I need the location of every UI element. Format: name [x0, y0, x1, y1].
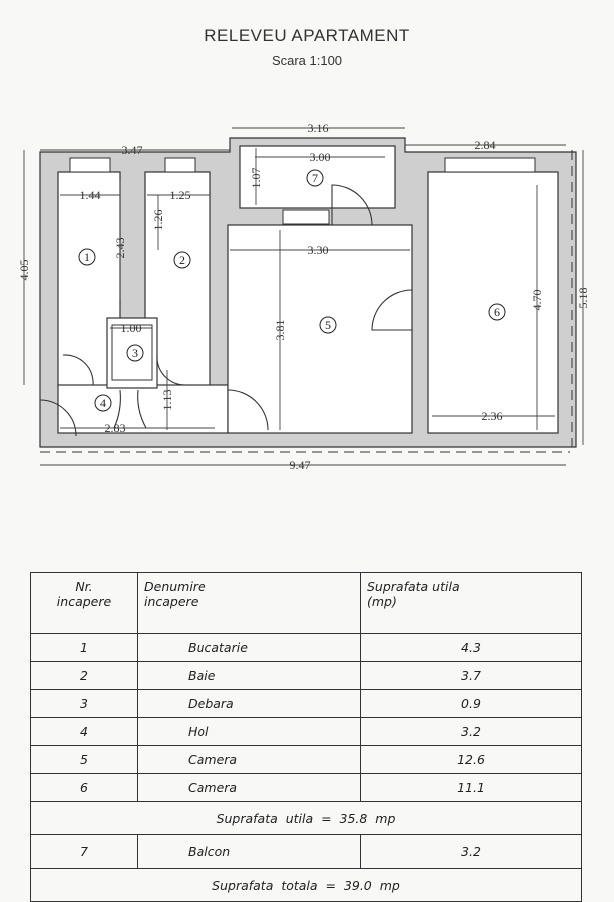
room-number: 5 — [325, 318, 331, 332]
cell-nr: 6 — [30, 773, 138, 802]
dimension-label: 1.26 — [151, 210, 165, 231]
table-row: 3 Debara 0.9 — [30, 689, 582, 718]
cell-nr: 2 — [30, 661, 138, 690]
room-number: 6 — [494, 305, 500, 319]
dimension-label: 1.07 — [249, 168, 263, 189]
dimension-label: 3.00 — [310, 150, 331, 164]
dimension-label: 2.83 — [105, 421, 126, 435]
page-title: RELEVEU APARTAMENT — [204, 26, 410, 45]
room-name: Camera — [188, 780, 238, 795]
dimension-label: 3.30 — [308, 243, 329, 257]
room-5 — [227, 224, 413, 434]
dimension-label: 3.16 — [308, 121, 329, 135]
room-number: 1 — [84, 250, 90, 264]
door — [62, 354, 94, 386]
header-area: Suprafata utila (mp) — [360, 572, 582, 634]
subtotal-text: Suprafata utila = 35.8 mp — [30, 801, 582, 835]
table-header-row: Nr. incapere Denumire incapere Suprafata… — [30, 572, 582, 634]
cell-name: Debara — [137, 689, 361, 718]
cell-nr: 7 — [30, 834, 138, 869]
area-table: Nr. incapere Denumire incapere Suprafata… — [30, 572, 582, 902]
dimension-label: 1.00 — [121, 321, 142, 335]
subtotal-row: Suprafata utila = 35.8 mp — [30, 801, 582, 835]
room-number: 3 — [132, 346, 138, 360]
cell-nr: 1 — [30, 633, 138, 662]
cell-name: Balcon — [137, 834, 361, 869]
door — [113, 389, 121, 429]
table-row: 7 Balcon 3.2 — [30, 834, 582, 869]
total-text: Suprafata totala = 39.0 mp — [30, 868, 582, 902]
room-6 — [427, 171, 559, 434]
window — [69, 157, 111, 173]
table-row: 1 Bucatarie 4.3 — [30, 633, 582, 662]
dimension-label: 1.44 — [80, 188, 101, 202]
dimension-label: 3.47 — [122, 143, 143, 157]
dimension-label: 5.18 — [576, 288, 590, 309]
door — [39, 399, 77, 437]
cell-area: 0.9 — [360, 689, 582, 718]
scale-label: Scara 1:100 — [271, 53, 343, 68]
dimension-label: 3.81 — [273, 320, 287, 341]
dimension-label: 4.70 — [530, 290, 544, 311]
door — [156, 354, 186, 386]
window — [282, 209, 330, 225]
cell-area: 3.2 — [360, 717, 582, 746]
cell-name: Camera — [137, 773, 361, 802]
cell-area: 3.7 — [360, 661, 582, 690]
cell-name: Hol — [137, 717, 361, 746]
room-number: 7 — [312, 171, 318, 185]
dimension-label: 2.36 — [482, 409, 503, 423]
header-nr: Nr. incapere — [30, 572, 138, 634]
table-row: 2 Baie 3.7 — [30, 661, 582, 690]
room-name: Bucatarie — [188, 640, 248, 655]
cell-area: 4.3 — [360, 633, 582, 662]
table-row: 6 Camera 11.1 — [30, 773, 582, 802]
cell-nr: 3 — [30, 689, 138, 718]
room-name: Baie — [188, 668, 216, 683]
dimension-label: 1.25 — [170, 188, 191, 202]
room-name: Hol — [188, 724, 209, 739]
cell-area: 12.6 — [360, 745, 582, 774]
cell-nr: 5 — [30, 745, 138, 774]
room-name: Camera — [188, 752, 238, 767]
door — [331, 184, 373, 226]
cell-name: Bucatarie — [137, 633, 361, 662]
room-number: 4 — [100, 396, 106, 410]
header-name: Denumire incapere — [137, 572, 361, 634]
total-row: Suprafata totala = 39.0 mp — [30, 868, 582, 902]
floor-plan: 3.47 3.16 2.84 3.00 1.07 1.44 1.25 1.26 … — [17, 121, 590, 472]
table-row: 5 Camera 12.6 — [30, 745, 582, 774]
cell-name: Camera — [137, 745, 361, 774]
cell-area: 3.2 — [360, 834, 582, 869]
table-row: 4 Hol 3.2 — [30, 717, 582, 746]
room-number: 2 — [179, 253, 185, 267]
door — [227, 389, 269, 431]
dimension-label: 1.13 — [160, 390, 174, 411]
dimension-label: 2.43 — [113, 238, 127, 259]
door — [137, 389, 147, 429]
room-4-hall — [57, 384, 229, 434]
cell-area: 11.1 — [360, 773, 582, 802]
room-name: Balcon — [188, 844, 231, 859]
cell-name: Baie — [137, 661, 361, 690]
dimension-label: 9.47 — [290, 458, 311, 472]
room-name: Debara — [188, 696, 234, 711]
window — [164, 157, 196, 173]
window — [444, 157, 536, 173]
dimension-label: 2.84 — [475, 138, 496, 152]
cell-nr: 4 — [30, 717, 138, 746]
door — [371, 289, 413, 331]
dimension-label: 4.05 — [17, 260, 31, 281]
